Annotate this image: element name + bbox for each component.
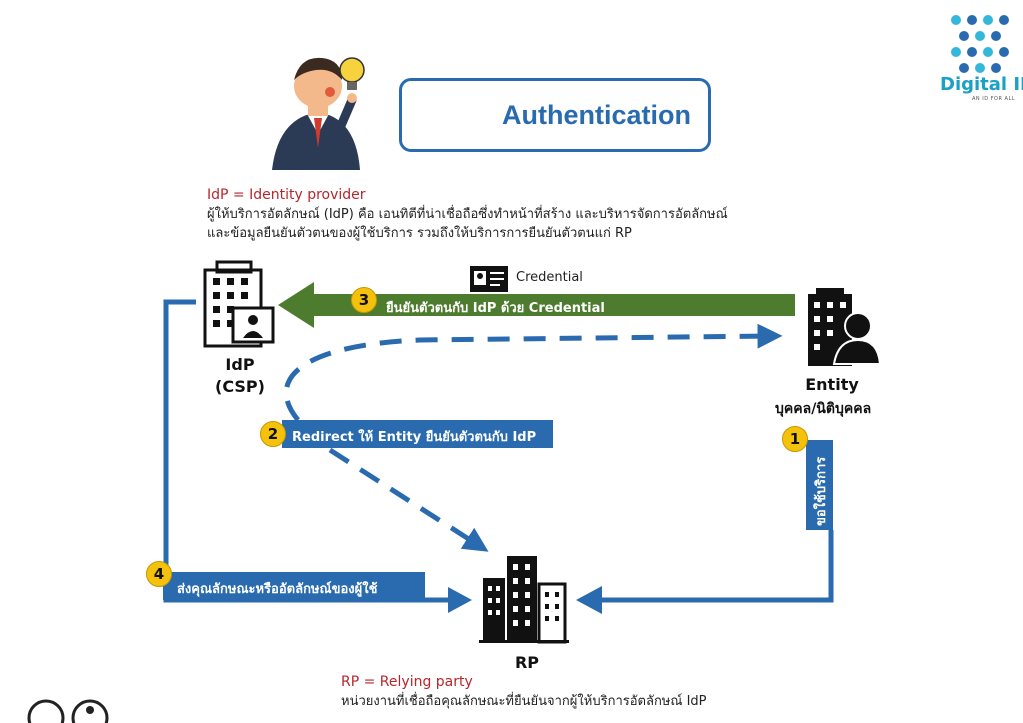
credential-card-icon [470, 266, 508, 292]
rp-label: RP [514, 653, 540, 672]
rp-definition-title: RP = Relying party [341, 674, 473, 690]
entity-sublabel: บุคคล/นิติบุคคล [775, 401, 872, 417]
idp-building-icon [203, 260, 275, 348]
step-2-badge: 2 [260, 421, 286, 447]
step-3-arrow [278, 282, 795, 328]
dashed-arrow-to-rp [328, 447, 489, 552]
digital-id-logo-mark [951, 15, 1009, 73]
credential-label: Credential [516, 270, 583, 285]
step-1-badge: 1 [782, 426, 808, 452]
idp-definition-line-1: ผู้ให้บริการอัตลักษณ์ (IdP) คือ เอนทิตีท… [207, 207, 728, 222]
step-1-arrow [576, 440, 834, 614]
step-4-arrow [163, 299, 472, 613]
step-4-badge: 4 [146, 561, 172, 587]
title-box [399, 78, 711, 152]
dashed-arrow-to-entity [283, 323, 783, 422]
rp-building-icon [479, 556, 569, 644]
idp-sublabel: (CSP) [215, 377, 265, 396]
idp-definition-line-2: และข้อมูลยืนยันตัวตนของผู้ใช้บริการ รวมถ… [207, 226, 632, 241]
cc-license-icon [27, 699, 109, 723]
step-3-badge: 3 [351, 287, 377, 313]
idp-definition-title: IdP = Identity provider [207, 187, 366, 203]
step-4-label: ส่งคุณลักษณะหรืออัตลักษณ์ของผู้ใช้ [177, 582, 378, 597]
step-2-bar [282, 420, 553, 448]
step-1-label: ขอใช้บริการ [814, 456, 829, 526]
rp-definition-line-1: หน่วยงานที่เชื่อถือคุณลักษณะที่ยืนยันจาก… [341, 694, 707, 709]
entity-label: Entity [805, 375, 859, 394]
businessman-illustration [272, 57, 365, 170]
logo-tagline: AN ID FOR ALL [972, 96, 1016, 102]
step-3-label: ยืนยันตัวตนกับ IdP ด้วย Credential [386, 301, 605, 316]
idp-label: IdP [225, 355, 255, 374]
page-title: Authentication [502, 100, 691, 130]
entity-building-icon [808, 288, 882, 366]
logo-name: Digital ID [940, 74, 1023, 95]
step-2-label: Redirect ให้ Entity ยืนยันตัวตนกับ IdP [292, 430, 537, 445]
